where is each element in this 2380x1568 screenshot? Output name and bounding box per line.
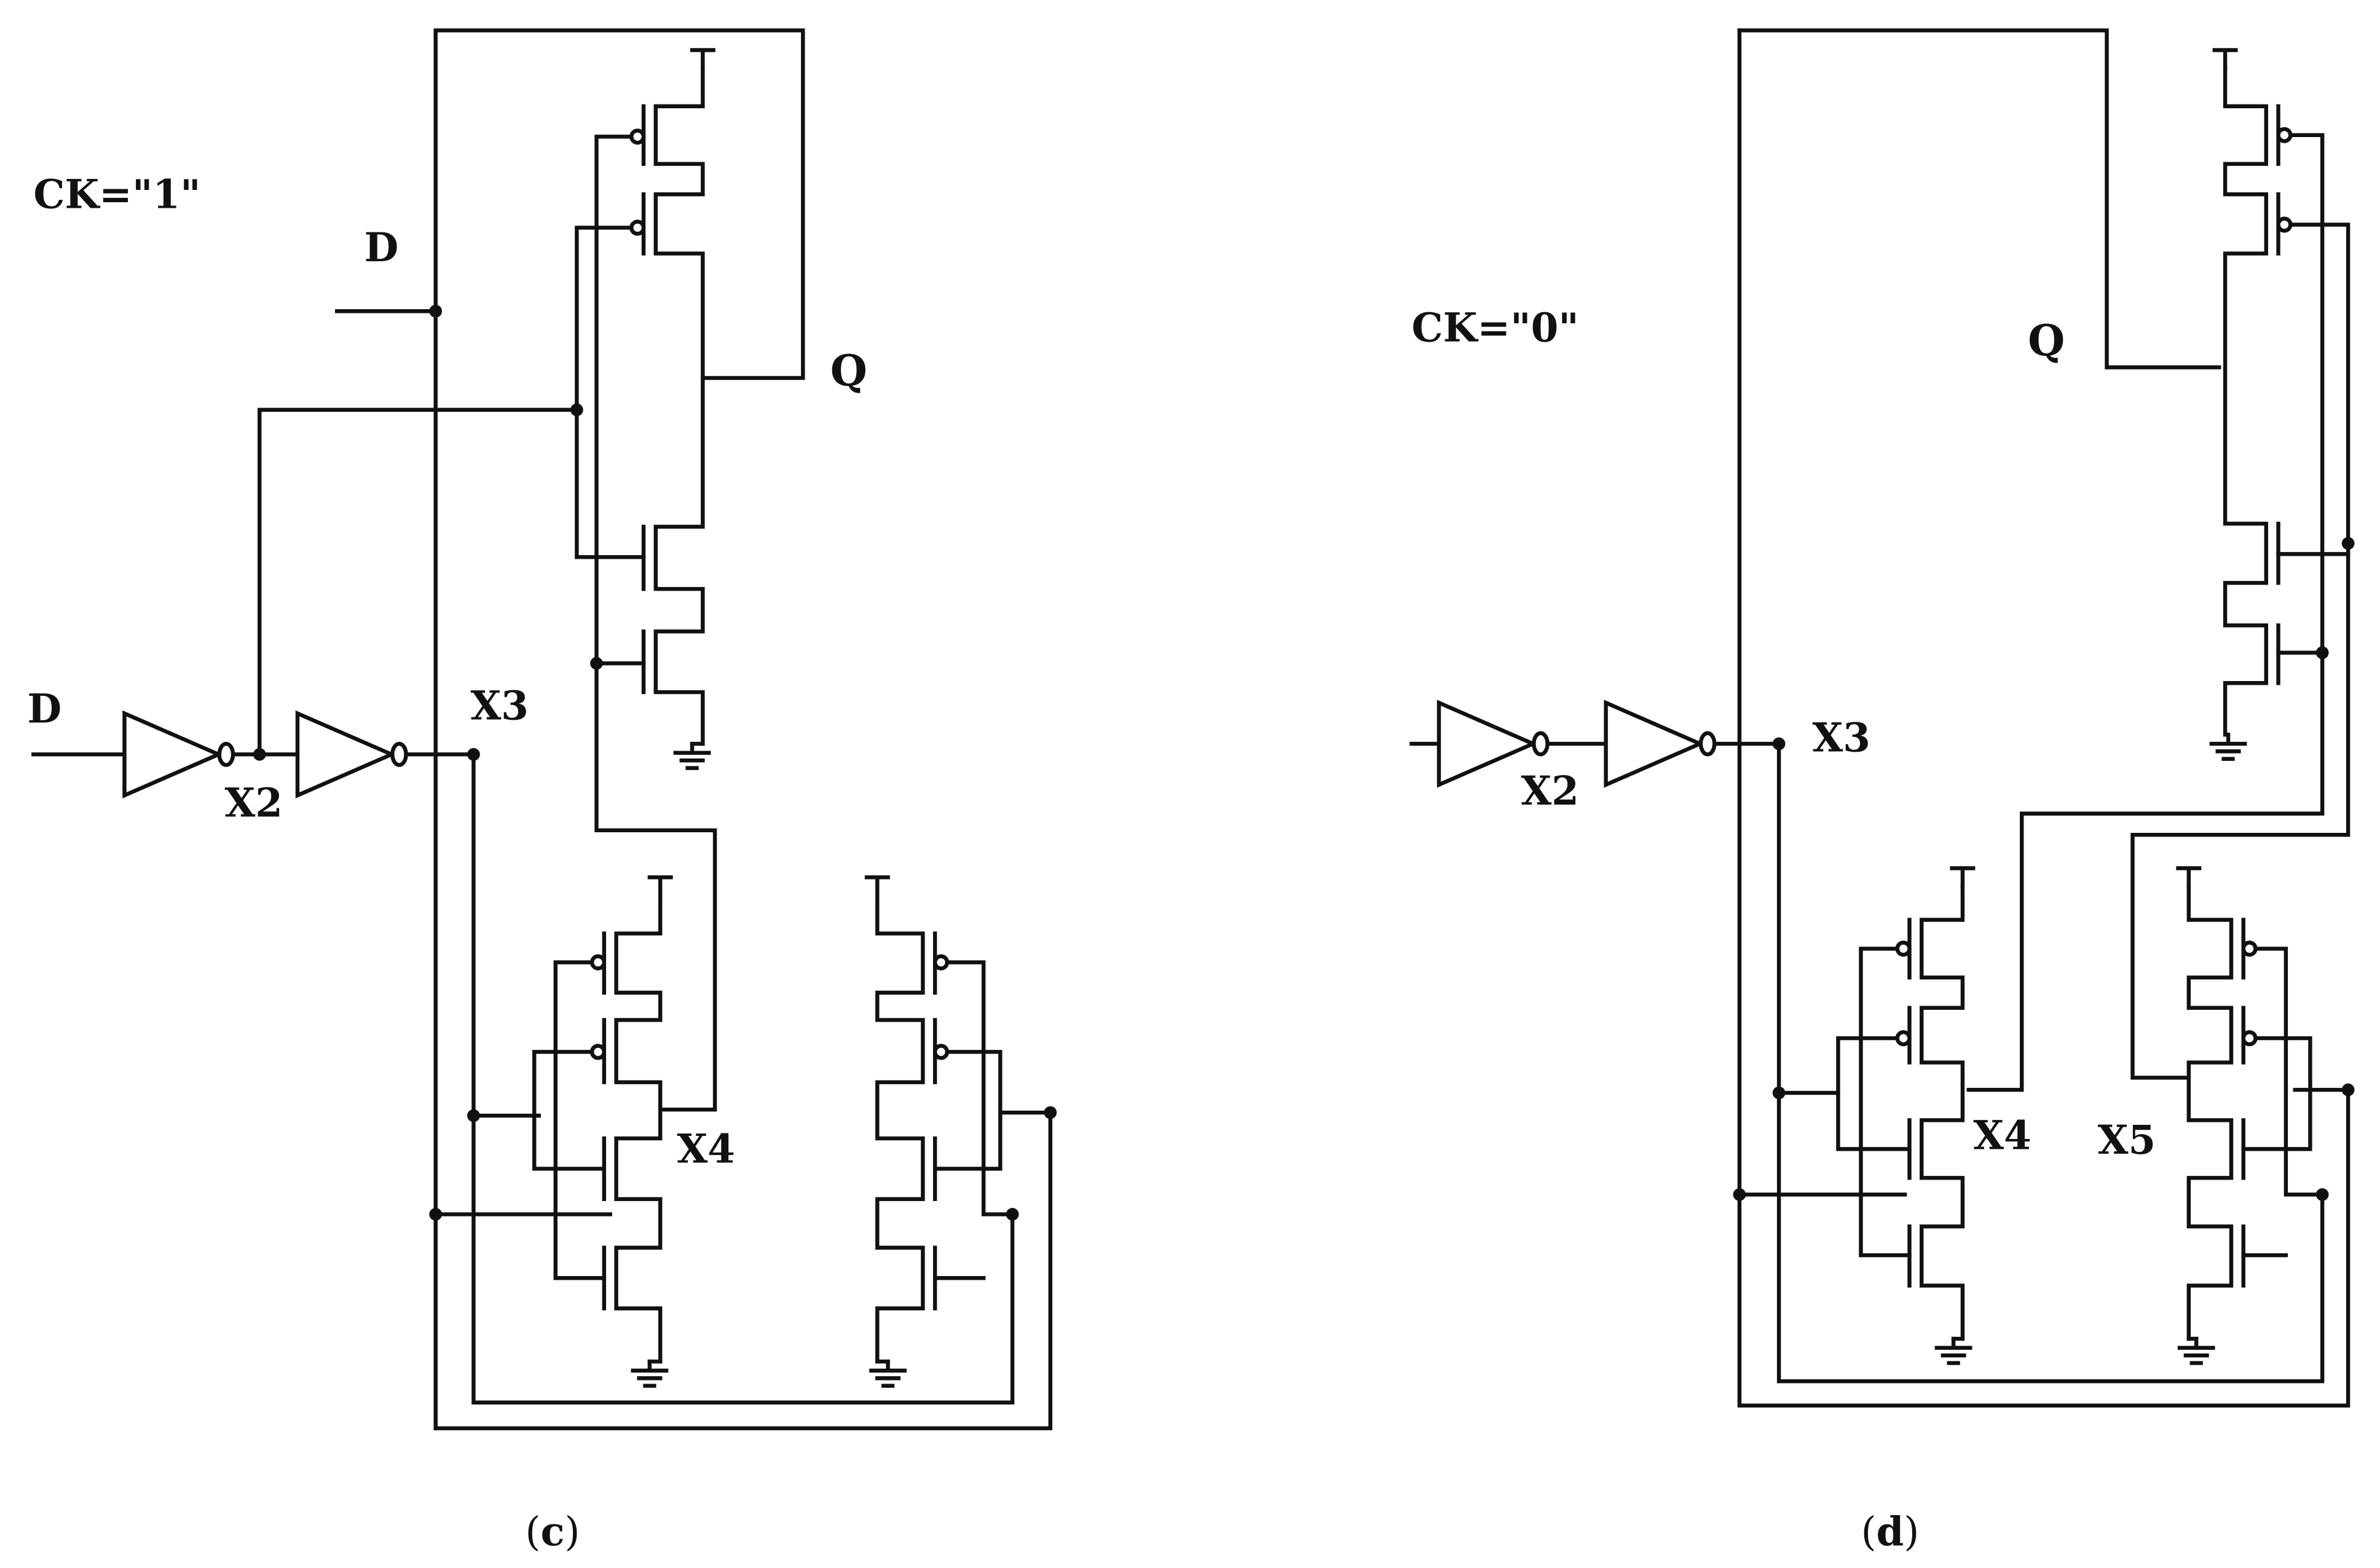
- wire: [945, 960, 1015, 1216]
- ground-symbol: [869, 1359, 907, 1388]
- x5-label-d: X5: [2098, 1117, 2156, 1164]
- vdd-symbol: [1950, 866, 1976, 889]
- inverter-bubble: [1532, 731, 1550, 757]
- ground-symbol: [2209, 733, 2247, 761]
- q-label-d: Q: [2028, 316, 2065, 366]
- wire: [1737, 28, 2221, 369]
- vdd-symbol: [647, 875, 673, 898]
- x2-label-d: X2: [1521, 768, 1578, 814]
- wire: [553, 960, 607, 1280]
- wire: [575, 226, 646, 559]
- wire: [2241, 1036, 2312, 1151]
- wire: [932, 1050, 1003, 1171]
- x4-label-c: X4: [677, 1127, 735, 1173]
- ground-symbol: [631, 1359, 669, 1388]
- inverter-bubble: [1698, 731, 1717, 757]
- wire: [2288, 133, 2325, 655]
- wire: [614, 893, 663, 1364]
- vdd-symbol: [2176, 866, 2202, 889]
- d-label-top-c: D: [364, 225, 399, 271]
- wire: [2130, 541, 2350, 1080]
- panel-c: CK="1" D Q D X2 X3 X4 (c): [27, 171, 867, 1555]
- wire: [875, 893, 925, 1364]
- vdd-symbol: [864, 875, 890, 898]
- inverter-x3-d: [1604, 699, 1705, 788]
- ground-symbol: [1934, 1336, 1972, 1365]
- caption-c-open: (: [525, 1509, 540, 1555]
- wire: [2253, 947, 2325, 1197]
- caption-c: (c): [525, 1509, 580, 1555]
- wire: [433, 28, 805, 1430]
- junction-dot: [1006, 1208, 1019, 1221]
- caption-c-letter: c: [540, 1509, 564, 1555]
- junction-dot: [429, 1208, 443, 1221]
- wire: [532, 1050, 607, 1171]
- inverter-bubble: [217, 741, 235, 767]
- junction-dot: [590, 656, 603, 670]
- junction-dot: [467, 747, 480, 761]
- ck-label-d: CK="0": [1412, 305, 1579, 352]
- junction-dot: [2315, 646, 2329, 660]
- caption-d: (d): [1861, 1509, 1919, 1555]
- vdd-symbol: [2212, 48, 2238, 71]
- wire: [433, 1110, 1053, 1430]
- junction-dot: [467, 1109, 480, 1122]
- wire: [2288, 223, 2350, 546]
- wire: [1966, 650, 2325, 1092]
- ground-symbol: [2177, 1336, 2215, 1365]
- junction-dot: [2341, 537, 2355, 550]
- wire: [1836, 1036, 1912, 1151]
- inverter-bubble: [390, 741, 408, 767]
- x3-label-c: X3: [471, 684, 529, 730]
- inverter-x2-d: [1436, 699, 1539, 788]
- panel-d: CK="0" Q X2 X3 X4 X5 (d): [1412, 305, 2156, 1555]
- wire: [1776, 741, 2325, 1384]
- caption-d-close: ): [1904, 1509, 1919, 1555]
- wire: [471, 752, 1015, 1405]
- inverter-x2-c: [122, 710, 224, 798]
- junction-dot: [1772, 1086, 1786, 1100]
- wire: [258, 408, 579, 757]
- x4-label-d: X4: [1973, 1113, 2031, 1159]
- wire: [2186, 884, 2234, 1341]
- junction-dot: [570, 403, 583, 417]
- caption-c-close: ): [565, 1509, 580, 1555]
- junction-dot: [1044, 1106, 1057, 1119]
- caption-d-open: (: [1861, 1509, 1876, 1555]
- q-label-c: Q: [830, 346, 867, 396]
- caption-d-letter: d: [1877, 1509, 1904, 1555]
- junction-dot: [429, 304, 443, 318]
- junction-dot: [1733, 1188, 1746, 1201]
- junction-dot: [2341, 1083, 2355, 1097]
- x2-label-c: X2: [224, 781, 282, 827]
- ground-symbol: [673, 741, 711, 770]
- inverter-x3-c: [295, 710, 397, 798]
- wire: [1859, 947, 1912, 1258]
- vdd-symbol: [690, 48, 715, 71]
- junction-dot: [253, 747, 266, 761]
- wire: [2223, 66, 2269, 737]
- x3-label-d: X3: [1812, 715, 1870, 761]
- ck-label-c: CK="1": [33, 171, 200, 218]
- wire: [1920, 884, 1965, 1341]
- wire: [594, 135, 717, 1112]
- d-label-input-c: D: [27, 686, 61, 732]
- junction-dot: [2315, 1188, 2329, 1201]
- junction-dot: [1772, 737, 1786, 751]
- wire: [1737, 28, 2350, 1408]
- wire: [653, 66, 705, 746]
